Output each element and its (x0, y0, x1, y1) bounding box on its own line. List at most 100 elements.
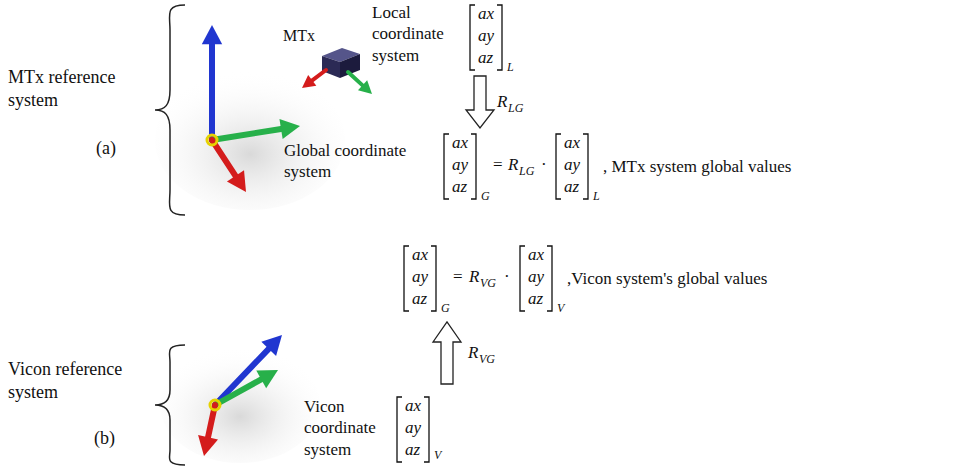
matrix-entry: az (478, 48, 493, 68)
matrix-entry: az (528, 289, 543, 309)
rotation-symbol-text: R (468, 343, 478, 362)
system-label: MTx reference system (8, 66, 133, 111)
sensor-label-text: MTx (283, 27, 315, 44)
matrix-entry: ay (412, 267, 428, 287)
axis-arrow (202, 25, 222, 140)
rotation-symbol: R (497, 92, 507, 112)
system-label-text: MTx reference system (8, 67, 115, 110)
equation-note-text: ,Vicon system's global values (567, 269, 767, 288)
frame-label-text: Vicon coordinate system (304, 397, 376, 459)
matrix-entry-text: az (528, 289, 543, 308)
frame-label-text: Global coordinate system (284, 141, 406, 181)
matrix-bracket (583, 134, 588, 199)
subscript-text: L (507, 60, 514, 74)
subscript-text: LG (508, 101, 523, 115)
subscript: VG (479, 352, 495, 366)
sensor-label: MTx (283, 26, 315, 45)
origin-ring (210, 400, 220, 410)
matrix-entry: ax (478, 4, 494, 24)
axis-shaft (215, 379, 261, 405)
rotation-symbol-text: R (469, 267, 479, 286)
rotation-symbol: R (469, 267, 479, 287)
axis-shaft (312, 70, 326, 80)
matrix-entry: ay (452, 155, 468, 175)
axis-head (198, 435, 218, 456)
panel-tag: (a) (96, 138, 116, 160)
axis-arrow (212, 119, 300, 140)
matrix-entry: ay (564, 155, 580, 175)
origin-ring (207, 135, 217, 145)
matrix-entry-text: ax (478, 4, 494, 23)
subscript-text: L (593, 189, 600, 203)
subscript-text: VG (480, 276, 496, 290)
axis-head (261, 335, 282, 356)
matrix-entry: ay (528, 267, 544, 287)
frame-label-text: Local coordinate system (372, 3, 444, 65)
math-operator: · (541, 155, 547, 175)
math-operator: = (493, 155, 503, 175)
rotation-symbol: R (468, 343, 478, 363)
subscript: V (434, 448, 441, 462)
sensor-front (322, 56, 340, 78)
axis-shaft (209, 44, 215, 140)
equation-note: ,Vicon system's global values (567, 269, 767, 289)
rotation-symbol-text: R (497, 92, 507, 111)
math-operator: = (453, 267, 463, 287)
panel-tag-text: (a) (96, 138, 116, 158)
backdrop (155, 70, 345, 210)
hollow-arrow (466, 76, 494, 128)
frame-label: Vicon coordinate system (304, 396, 390, 460)
matrix-bracket (471, 134, 476, 199)
matrix-bracket (404, 246, 409, 311)
axis-arrow (215, 370, 278, 405)
axis-arrow (212, 140, 246, 192)
matrix-bracket (444, 134, 449, 199)
matrix-entry-text: ay (452, 155, 468, 174)
matrix-entry-text: ax (412, 245, 428, 264)
matrix-entry: ax (564, 133, 580, 153)
panel-tag: (b) (94, 428, 115, 450)
axis-arrow (215, 335, 282, 405)
math-operator: · (504, 267, 510, 287)
matrix-entry-text: ay (478, 26, 494, 45)
axis-head (358, 80, 372, 94)
math-operator-text: = (453, 267, 463, 286)
matrix-entry: ay (405, 418, 421, 438)
panel-tag-text: (b) (94, 428, 115, 448)
matrix-entry-text: az (405, 440, 420, 459)
axis-shaft (348, 72, 363, 85)
matrix-bracket (470, 5, 475, 70)
matrix-entry-text: az (452, 177, 467, 196)
axis-shaft (212, 129, 281, 140)
math-operator-text: · (541, 155, 547, 174)
axis-head (256, 370, 278, 388)
matrix-entry-text: ax (452, 133, 468, 152)
equation-note: , MTx system global values (603, 157, 791, 177)
matrix-entry-text: ax (564, 133, 580, 152)
system-label: Vicon reference system (8, 358, 138, 403)
subscript: L (507, 60, 514, 74)
subscript-text: V (434, 448, 441, 462)
matrix-bracket (497, 5, 502, 70)
matrix-entry-text: ax (528, 245, 544, 264)
math-operator-text: = (493, 155, 503, 174)
curly-brace (155, 5, 185, 215)
math-operator-text: · (504, 267, 510, 286)
matrix-entry: ax (405, 396, 421, 416)
axis-head (279, 119, 300, 139)
matrix-bracket (397, 397, 402, 462)
subscript: VG (480, 276, 496, 290)
axis-head (202, 25, 222, 44)
matrix-entry: ax (452, 133, 468, 153)
backdrop (160, 347, 320, 463)
matrix-entry-text: az (564, 177, 579, 196)
matrix-entry: ax (412, 245, 428, 265)
subscript: LG (519, 164, 534, 178)
axis-arrow (302, 70, 326, 88)
matrix-bracket (424, 397, 429, 462)
subscript: L (593, 189, 600, 203)
matrix-entry-text: az (478, 48, 493, 67)
matrix-entry-text: ay (405, 418, 421, 437)
subscript: LG (508, 101, 523, 115)
matrix-entry-text: ay (412, 267, 428, 286)
